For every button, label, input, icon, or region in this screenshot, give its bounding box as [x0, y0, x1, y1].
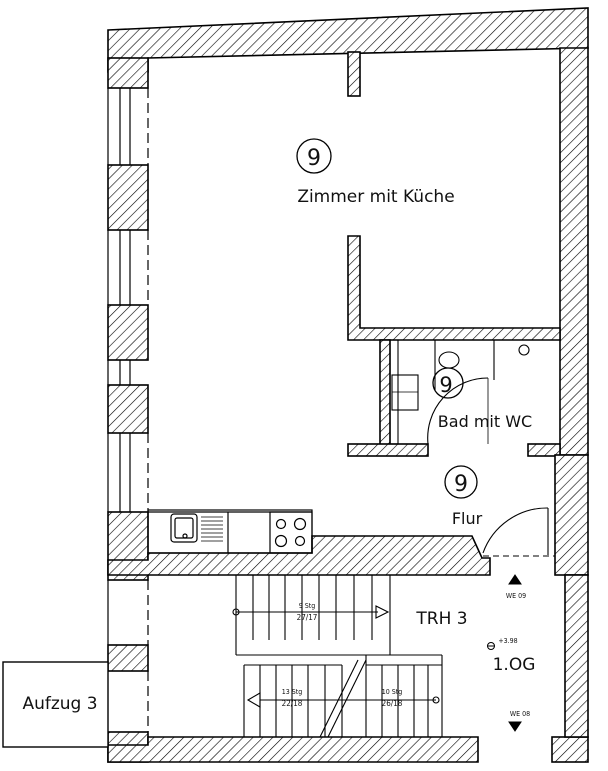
wall-partition-l [347, 235, 561, 341]
wall-corridor [107, 535, 491, 576]
stair-lower-right-count: 10 Stg [382, 688, 402, 696]
window-1 [107, 88, 149, 165]
shower [518, 344, 530, 356]
wall-left-2 [107, 164, 149, 231]
marker-we08: WE 08 [510, 710, 530, 718]
wall-left-4 [107, 384, 149, 434]
room-name-hall: Flur [452, 509, 483, 528]
window-2 [107, 230, 149, 305]
room-number-main: 9 [307, 146, 321, 171]
window-4 [107, 433, 149, 512]
marker-we09: WE 09 [506, 592, 526, 600]
level-name: 1.OG [493, 655, 536, 675]
wall-left-6 [107, 644, 149, 672]
room-name-bath: Bad mit WC [438, 412, 532, 431]
entry-door [482, 507, 555, 557]
wall-left-3 [107, 304, 149, 361]
elevator-box [2, 661, 109, 748]
wall-right-lower [554, 454, 589, 576]
stair-lower-left-ratio: 22/18 [282, 699, 303, 708]
stair-upper-ratio: 27/17 [297, 613, 318, 622]
wall-bottom-right [551, 736, 589, 763]
room-number-bath: 9 [439, 373, 452, 397]
stove [269, 511, 313, 554]
elevation-value: +3.98 [498, 637, 517, 645]
bath-door [427, 377, 489, 445]
room-number-circle-main [296, 138, 332, 174]
we09-triangle [508, 574, 522, 585]
wall-bath-bottom-r [527, 443, 561, 457]
room-number-hall: 9 [454, 472, 468, 497]
elevator-label: Aufzug 3 [22, 694, 97, 714]
wall-left-1 [107, 57, 149, 89]
window-3 [107, 360, 131, 385]
walls [107, 7, 589, 763]
washbasin [391, 374, 419, 411]
kitchen-counter [147, 509, 313, 554]
room-number-circle-bath [432, 367, 464, 399]
room-number-circle-hall [444, 465, 478, 499]
wall-partition-top [347, 51, 361, 97]
stair-upper-flight [232, 575, 442, 656]
stairwell-label: TRH 3 [415, 609, 467, 629]
level-markers [487, 574, 522, 732]
stair-upper-count: 9 Stg [299, 602, 315, 610]
stairs [232, 575, 443, 738]
wall-bath-left [379, 339, 391, 449]
stair-lower-flights [243, 655, 443, 738]
we08-triangle [508, 721, 522, 732]
windows [107, 88, 149, 732]
stair-lower-right-ratio: 26/18 [382, 699, 403, 708]
room-name-main: Zimmer mit Küche [297, 187, 454, 207]
stair-left-openings [107, 580, 149, 732]
wall-bath-bottom [347, 443, 429, 457]
wall-bottom [107, 736, 479, 763]
wall-right-stair [564, 574, 589, 738]
stair-lower-left-count: 13 Stg [282, 688, 302, 696]
wall-right [559, 47, 589, 456]
sink [170, 512, 229, 553]
